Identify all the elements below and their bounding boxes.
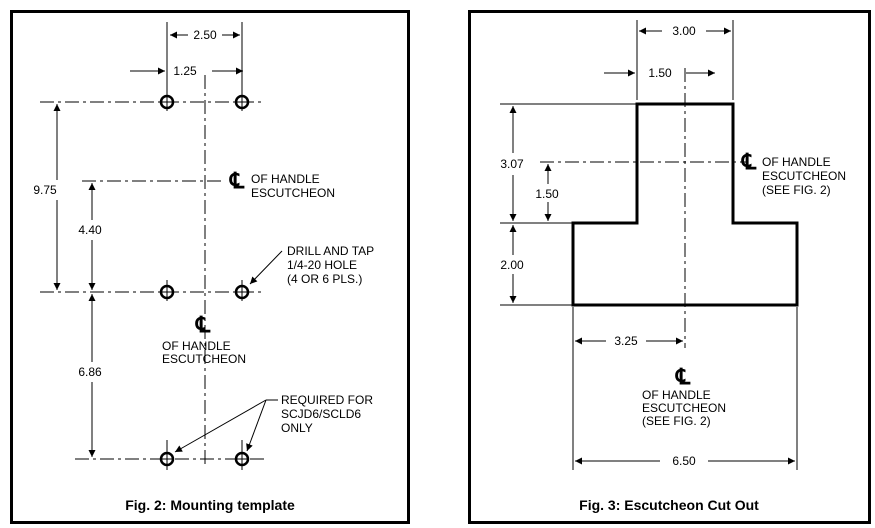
cl-bottom-label-2: ESCUTCHEON (642, 401, 726, 415)
centerline-symbol: ℄ (229, 168, 245, 193)
required-note-2: SCJD6/SCLD6 (281, 407, 361, 421)
cl-right-label-3: (SEE FIG. 2) (762, 183, 831, 197)
centerline-symbol: ℄ (195, 312, 211, 337)
drill-note-2: 1/4-20 HOLE (287, 258, 357, 272)
required-note-3: ONLY (281, 421, 313, 435)
fig3-caption: Fig. 3: Escutcheon Cut Out (579, 497, 759, 513)
dim-9-75: 9.75 (33, 183, 57, 197)
cl-right-label-2: ESCUTCHEON (762, 169, 846, 183)
dim-6-86: 6.86 (78, 365, 102, 379)
drill-note-1: DRILL AND TAP (287, 244, 374, 258)
centerline-symbol: ℄ (675, 364, 691, 389)
cl-upper-label-2: ESCUTCHEON (251, 186, 335, 200)
required-note-1: REQUIRED FOR (281, 393, 373, 407)
leader-line (174, 399, 267, 453)
leader-line (249, 250, 283, 285)
cl-right-label-1: OF HANDLE (762, 155, 831, 169)
escutcheon-outline (571, 102, 799, 307)
cl-bottom-label-1: OF HANDLE (642, 388, 711, 402)
fig2-panel-border (10, 10, 410, 524)
dim-4-40: 4.40 (78, 223, 102, 237)
fig2-mounting-template: 2.50 1.25 (33, 22, 374, 513)
dim-3-07: 3.07 (500, 157, 524, 171)
cl-upper-label-1: OF HANDLE (251, 172, 320, 186)
dim-1-25: 1.25 (173, 64, 197, 78)
centerline-symbol: ℄ (741, 149, 757, 174)
fig3-panel-border (468, 10, 871, 524)
leader-line (246, 399, 267, 452)
drill-note-3: (4 OR 6 PLS.) (287, 272, 362, 286)
cl-lower-label-1: OF HANDLE (162, 339, 231, 353)
dim-6-50: 6.50 (672, 454, 696, 468)
fig3-escutcheon-cutout: 3.00 1.50 3.07 1.50 2.00 3.25 (500, 20, 846, 513)
dim-1-50-top: 1.50 (648, 66, 672, 80)
dim-2-00: 2.00 (500, 258, 524, 272)
dim-3-00: 3.00 (672, 24, 696, 38)
dim-1-50-side: 1.50 (535, 187, 559, 201)
cl-lower-label-2: ESCUTCHEON (162, 352, 246, 366)
dim-2-50: 2.50 (193, 28, 217, 42)
dim-3-25: 3.25 (614, 334, 638, 348)
fig2-caption: Fig. 2: Mounting template (125, 497, 295, 513)
cl-bottom-label-3: (SEE FIG. 2) (642, 414, 711, 428)
